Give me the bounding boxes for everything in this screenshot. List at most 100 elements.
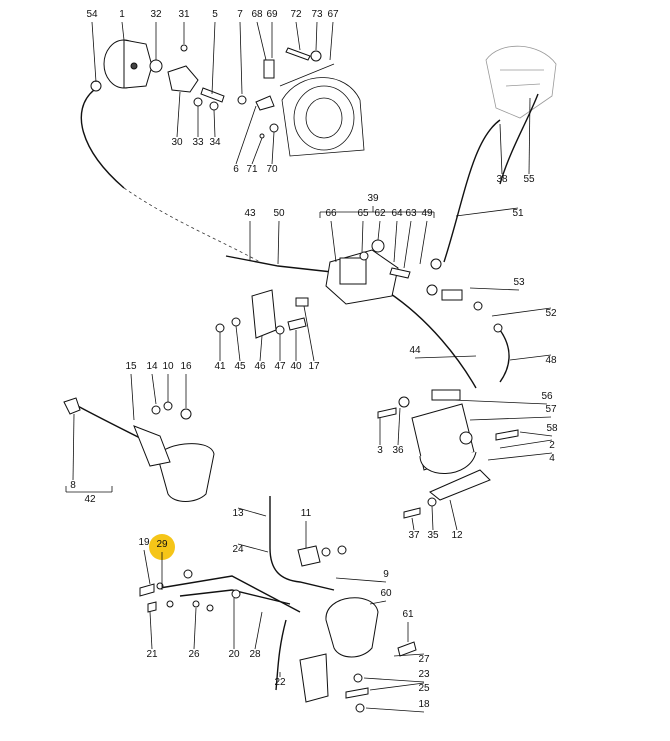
part-label-68[interactable]: 68	[251, 9, 263, 20]
part-label-17[interactable]: 17	[308, 361, 320, 372]
leader-line	[251, 137, 263, 165]
part-label-67[interactable]: 67	[327, 9, 339, 20]
part-label-53[interactable]: 53	[513, 277, 525, 288]
leader-line	[363, 677, 425, 683]
leader-line	[121, 21, 125, 41]
part-label-52[interactable]: 52	[545, 308, 557, 319]
part-label-49[interactable]: 49	[421, 208, 433, 219]
part-label-15[interactable]: 15	[125, 361, 137, 372]
leader-line	[329, 21, 334, 61]
part-label-56[interactable]: 56	[541, 391, 553, 402]
leader-line	[449, 499, 458, 531]
part-label-65[interactable]: 65	[357, 208, 369, 219]
part-label-57[interactable]: 57	[545, 404, 557, 415]
part-label-5[interactable]: 5	[212, 9, 218, 20]
part-label-43[interactable]: 43	[244, 208, 256, 219]
leader-line	[237, 543, 269, 553]
part-label-64[interactable]: 64	[391, 208, 403, 219]
part-label-10[interactable]: 10	[162, 361, 174, 372]
part-label-34[interactable]: 34	[209, 137, 221, 148]
gear-shift-assembly	[63, 397, 215, 502]
part-label-29[interactable]: 29	[156, 539, 168, 550]
leader-line	[213, 109, 216, 138]
part-label-19[interactable]: 19	[138, 537, 150, 548]
part-label-30[interactable]: 30	[171, 137, 183, 148]
leader-line	[365, 707, 425, 713]
part-label-62[interactable]: 62	[374, 208, 386, 219]
part-label-40[interactable]: 40	[290, 361, 302, 372]
part-label-33[interactable]: 33	[192, 137, 204, 148]
part-label-20[interactable]: 20	[228, 649, 240, 660]
part-label-54[interactable]: 54	[86, 9, 98, 20]
part-label-32[interactable]: 32	[150, 9, 162, 20]
leader-line	[403, 220, 412, 269]
leader-line	[414, 355, 477, 359]
carburetor	[485, 45, 557, 119]
part-label-55[interactable]: 55	[523, 174, 535, 185]
part-label-73[interactable]: 73	[311, 9, 323, 20]
part-label-13[interactable]: 13	[232, 508, 244, 519]
leader-line	[369, 600, 387, 605]
part-label-71[interactable]: 71	[246, 164, 258, 175]
leader-line	[499, 123, 503, 175]
part-label-6[interactable]: 6	[233, 164, 239, 175]
leader-line	[315, 21, 318, 51]
part-label-39[interactable]: 39	[367, 193, 379, 204]
vacuum-servo-lower-right	[377, 389, 519, 519]
part-label-72[interactable]: 72	[290, 9, 302, 20]
leader-line	[277, 220, 280, 265]
leader-line	[377, 220, 381, 241]
part-label-35[interactable]: 35	[427, 530, 439, 541]
part-label-48[interactable]: 48	[545, 355, 557, 366]
part-label-58[interactable]: 58	[546, 423, 558, 434]
part-label-21[interactable]: 21	[146, 649, 158, 660]
part-label-25[interactable]: 25	[418, 683, 430, 694]
leader-line	[235, 325, 241, 362]
part-label-1[interactable]: 1	[119, 9, 125, 20]
part-label-61[interactable]: 61	[402, 609, 414, 620]
part-label-28[interactable]: 28	[249, 649, 261, 660]
part-label-66[interactable]: 66	[325, 208, 337, 219]
part-label-26[interactable]: 26	[188, 649, 200, 660]
part-label-50[interactable]: 50	[273, 208, 285, 219]
leader-line	[130, 373, 135, 421]
part-label-45[interactable]: 45	[234, 361, 246, 372]
part-label-11[interactable]: 11	[301, 508, 312, 519]
leader-line	[235, 105, 257, 165]
part-label-70[interactable]: 70	[266, 164, 278, 175]
highlight-marker[interactable]	[149, 534, 175, 560]
part-label-3[interactable]: 3	[377, 445, 383, 456]
leader-line	[335, 577, 387, 583]
part-label-12[interactable]: 12	[451, 530, 463, 541]
control-valve	[325, 239, 503, 333]
part-label-63[interactable]: 63	[405, 208, 417, 219]
part-label-38[interactable]: 38	[496, 174, 508, 185]
part-label-24[interactable]: 24	[232, 544, 244, 555]
part-label-42[interactable]: 42	[84, 494, 96, 505]
part-label-9[interactable]: 9	[383, 569, 389, 580]
part-label-23[interactable]: 23	[418, 669, 430, 680]
part-label-22[interactable]: 22	[274, 677, 286, 688]
part-label-36[interactable]: 36	[392, 445, 404, 456]
part-label-4[interactable]: 4	[549, 453, 555, 464]
part-label-18[interactable]: 18	[418, 699, 430, 710]
part-label-2[interactable]: 2	[549, 440, 555, 451]
part-label-27[interactable]: 27	[418, 654, 430, 665]
part-label-47[interactable]: 47	[274, 361, 286, 372]
part-label-60[interactable]: 60	[380, 588, 392, 599]
part-label-69[interactable]: 69	[266, 9, 278, 20]
part-label-7[interactable]: 7	[237, 9, 243, 20]
part-label-14[interactable]: 14	[146, 361, 158, 372]
bracket-assembly	[215, 289, 309, 339]
part-label-44[interactable]: 44	[409, 345, 421, 356]
part-label-31[interactable]: 31	[178, 9, 190, 20]
part-label-37[interactable]: 37	[408, 530, 420, 541]
part-label-8[interactable]: 8	[70, 480, 76, 491]
part-label-51[interactable]: 51	[512, 208, 524, 219]
leader-line	[469, 416, 552, 421]
part-label-41[interactable]: 41	[214, 361, 226, 372]
part-label-46[interactable]: 46	[254, 361, 266, 372]
part-label-16[interactable]: 16	[180, 361, 192, 372]
